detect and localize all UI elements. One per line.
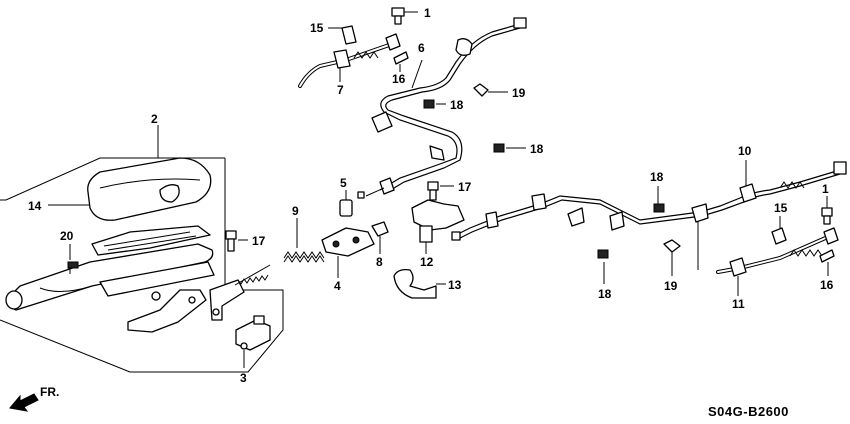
direction-label: FR. [40,385,59,399]
callout-labels: 1 15 7 6 16 19 18 18 2 14 5 17 10 18 1 9… [28,6,834,385]
bolt-part-18-c [653,186,665,213]
nut-part [339,190,353,217]
callout-13: 13 [448,278,462,292]
callout-7: 7 [337,83,344,97]
spring-part [283,218,325,263]
callout-1-top: 1 [424,6,431,20]
arrow-icon [9,393,39,412]
callout-17-left: 17 [252,234,266,248]
brake-cable-6 [357,17,527,199]
bolt-part-17-center [427,181,454,201]
clip-part-16-top [393,51,409,72]
callout-16-top: 16 [392,72,406,86]
callout-10: 10 [738,144,752,158]
bolt-part-18-a [423,99,446,109]
clamp-part [393,268,446,299]
callout-19-right: 19 [664,279,678,293]
callout-19-top: 19 [512,86,526,100]
callout-12: 12 [420,255,434,269]
callout-5: 5 [340,176,347,190]
clip-part-15-right [771,216,787,245]
callout-17-center: 17 [458,180,472,194]
callout-2: 2 [151,112,158,126]
clip-part-16-right [819,249,835,276]
callout-18-a: 18 [450,98,464,112]
callout-14: 14 [28,199,42,213]
callout-11: 11 [732,297,745,311]
callout-8: 8 [376,255,383,269]
bolt-part-18-d [597,249,609,284]
lever-cover-part [48,157,212,221]
clip-part-15-top [328,25,357,45]
callout-9: 9 [292,204,299,218]
callout-4: 4 [334,279,341,293]
callout-15-top: 15 [310,21,324,35]
callout-18-c: 18 [650,170,664,184]
brake-switch-part [235,315,271,368]
lever-rod [234,264,271,286]
callout-3: 3 [240,371,247,385]
bolt-part-1-top [391,7,418,25]
brake-cable-11 [716,227,839,296]
callout-18-d: 18 [598,287,612,301]
callout-6: 6 [418,41,425,55]
bolt-part-1-right [821,196,833,225]
equalizer-part [321,227,375,278]
bolt-part-19-right [663,239,681,276]
parking-brake-lever-part [5,225,245,333]
bolt-part-20 [67,244,79,274]
bolt-part-18-b [493,143,526,153]
brake-cable-10 [451,160,847,270]
cable-guide-part [411,199,465,254]
bolt-part-19-top [473,83,508,97]
bushing-part [371,221,389,254]
brake-cable-7 [298,33,401,88]
callout-15-right: 15 [774,201,788,215]
callout-1-right: 1 [822,182,829,196]
callout-16-right: 16 [820,278,834,292]
callout-20: 20 [60,229,74,243]
bolt-part-17-left [225,230,248,252]
front-direction-arrow: FR. [9,385,59,412]
callout-18-b: 18 [530,142,544,156]
diagram-code: S04G-B2600 [708,404,789,419]
